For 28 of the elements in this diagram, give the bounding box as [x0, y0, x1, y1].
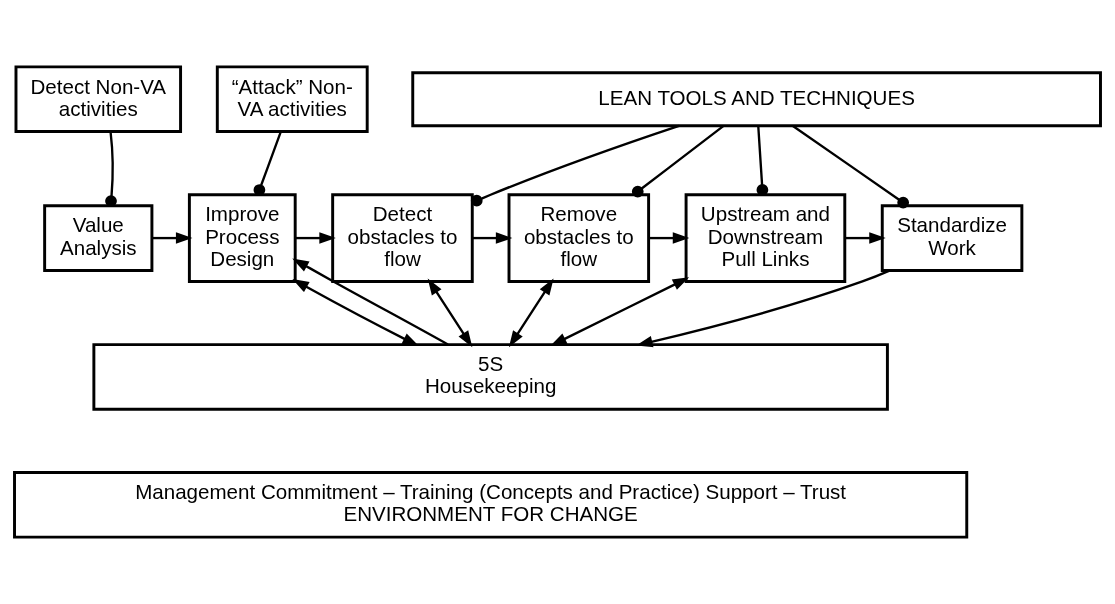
connector	[792, 124, 910, 209]
arrow	[844, 232, 886, 244]
arrow	[427, 278, 473, 348]
connector	[470, 124, 680, 207]
arrow	[550, 277, 690, 346]
node-box: Standardize Work	[880, 204, 1024, 272]
arrow	[292, 279, 419, 347]
node-box: Upstream and Downstream Pull Links	[684, 193, 847, 283]
node-box: Management Commitment – Training (Concepts and Practice) Support – Trust ENVIRONMENT FOR CHANGE	[13, 471, 969, 539]
arrow	[636, 269, 890, 348]
connector	[756, 126, 769, 196]
arrow	[472, 232, 513, 244]
arrow	[508, 278, 554, 348]
arrow	[648, 232, 690, 244]
node-box: Detect Non-VA activities	[14, 65, 183, 133]
connector	[631, 125, 725, 198]
arrow	[152, 232, 193, 244]
connector	[253, 131, 282, 196]
node-box: Detect obstacles to flow	[331, 193, 474, 283]
node-box: 5S Housekeeping	[92, 343, 889, 411]
connector	[105, 132, 117, 207]
arrow	[295, 232, 336, 244]
arrow	[292, 258, 449, 346]
node-box: LEAN TOOLS AND TECHNIQUES	[411, 71, 1102, 128]
node-box: Remove obstacles to flow	[507, 193, 651, 283]
node-box: Value Analysis	[43, 204, 154, 272]
node-box: Improve Process Design	[187, 193, 297, 283]
node-box: “Attack” Non-VA activities	[215, 65, 369, 133]
